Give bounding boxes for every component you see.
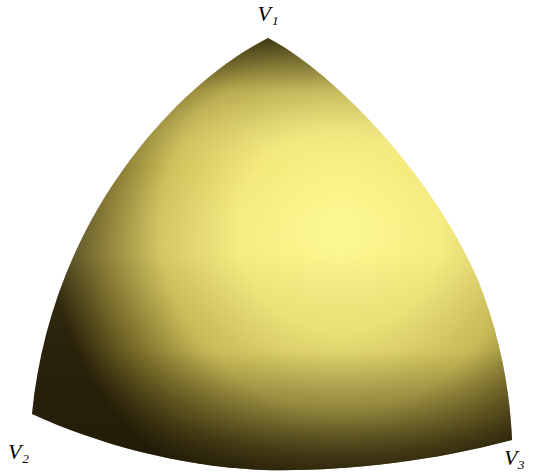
vertex-label: V₂: [8, 440, 29, 464]
surface-banding: [32, 38, 512, 470]
vertex-label: V₃: [504, 446, 525, 470]
vertex-label: V₁: [257, 2, 278, 26]
spherical-surface: [32, 38, 512, 470]
